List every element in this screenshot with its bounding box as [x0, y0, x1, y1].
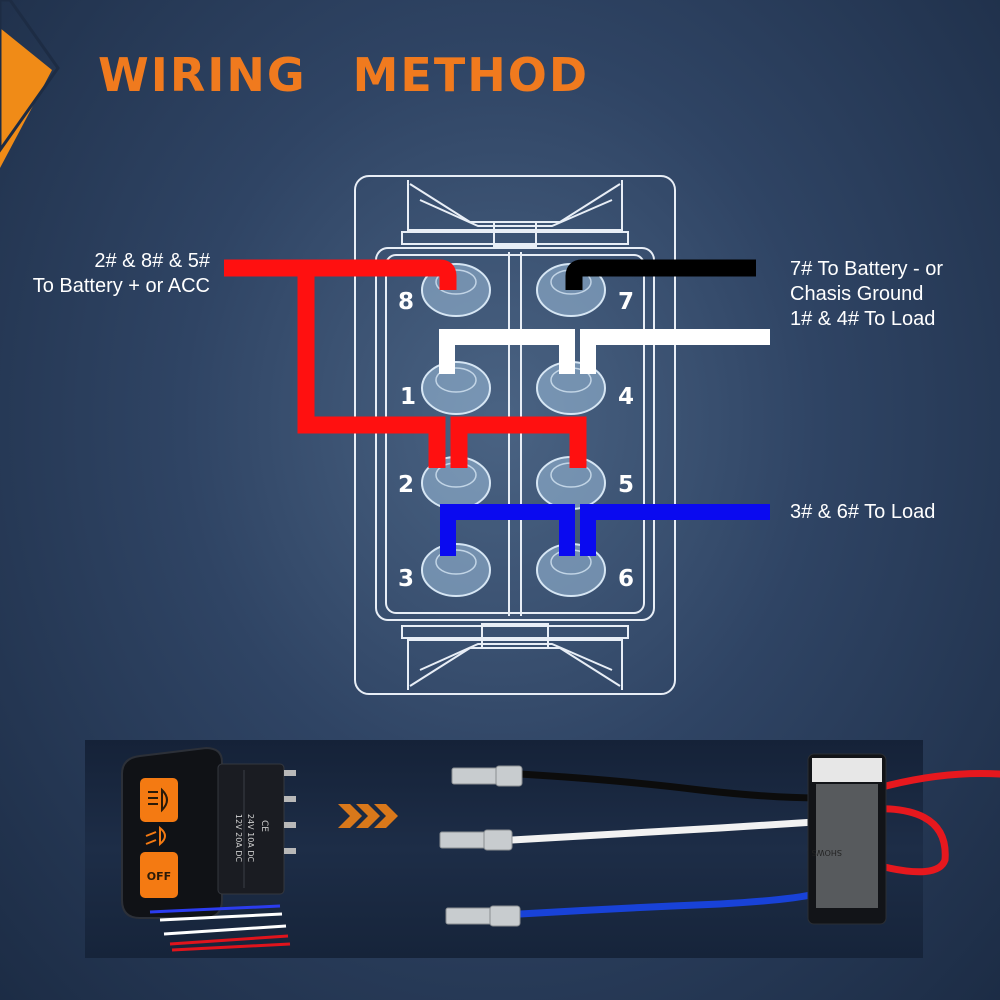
pin-label-2: 2 [398, 472, 414, 498]
rocker-switch: OFF CE 12V 20A DC 24V 10A DC [121, 746, 296, 952]
ground-label-line2: Chasis Ground [790, 283, 924, 305]
white-wire [439, 329, 770, 374]
high-beam-icon [148, 787, 168, 813]
pin-label-3: 3 [398, 566, 414, 592]
pin-label-1: 1 [400, 384, 416, 410]
red-wire [224, 259, 587, 468]
page-title: WIRING METHOD [98, 48, 590, 102]
switch-rear: SHOWS [807, 753, 887, 925]
blue-wire [440, 504, 770, 556]
load-14-label: 1# & 4# To Load [790, 308, 936, 330]
battery-positive-label: 2# & 8# & 5# To Battery + or ACC [32, 250, 210, 297]
pin-label-8: 8 [398, 289, 414, 315]
ce-mark: CE [259, 820, 269, 832]
off-label: OFF [147, 870, 171, 883]
rating-line-2: 24V 10A DC [246, 814, 255, 863]
pin-label-7: 7 [618, 289, 634, 315]
rating-line-1: 12V 20A DC [234, 814, 243, 863]
corner-triangle-icon [0, 0, 60, 168]
load-36-label: 3# & 6# To Load [790, 501, 936, 523]
wire-harness [508, 769, 1000, 924]
terminals [421, 263, 606, 597]
pin-label-4: 4 [618, 384, 634, 410]
ground-label-line1: 7# To Battery - or [790, 258, 944, 280]
cable-sleeve-text: SHOWS [812, 848, 842, 857]
terminal-1 [421, 361, 491, 415]
switch-outline [354, 175, 676, 695]
black-wire [565, 259, 756, 290]
spade-connectors [439, 765, 523, 927]
low-beam-icon [145, 825, 166, 847]
pin-label-6: 6 [618, 566, 634, 592]
chevron-arrow-icon [338, 804, 398, 828]
pin-label-5: 5 [618, 472, 634, 498]
